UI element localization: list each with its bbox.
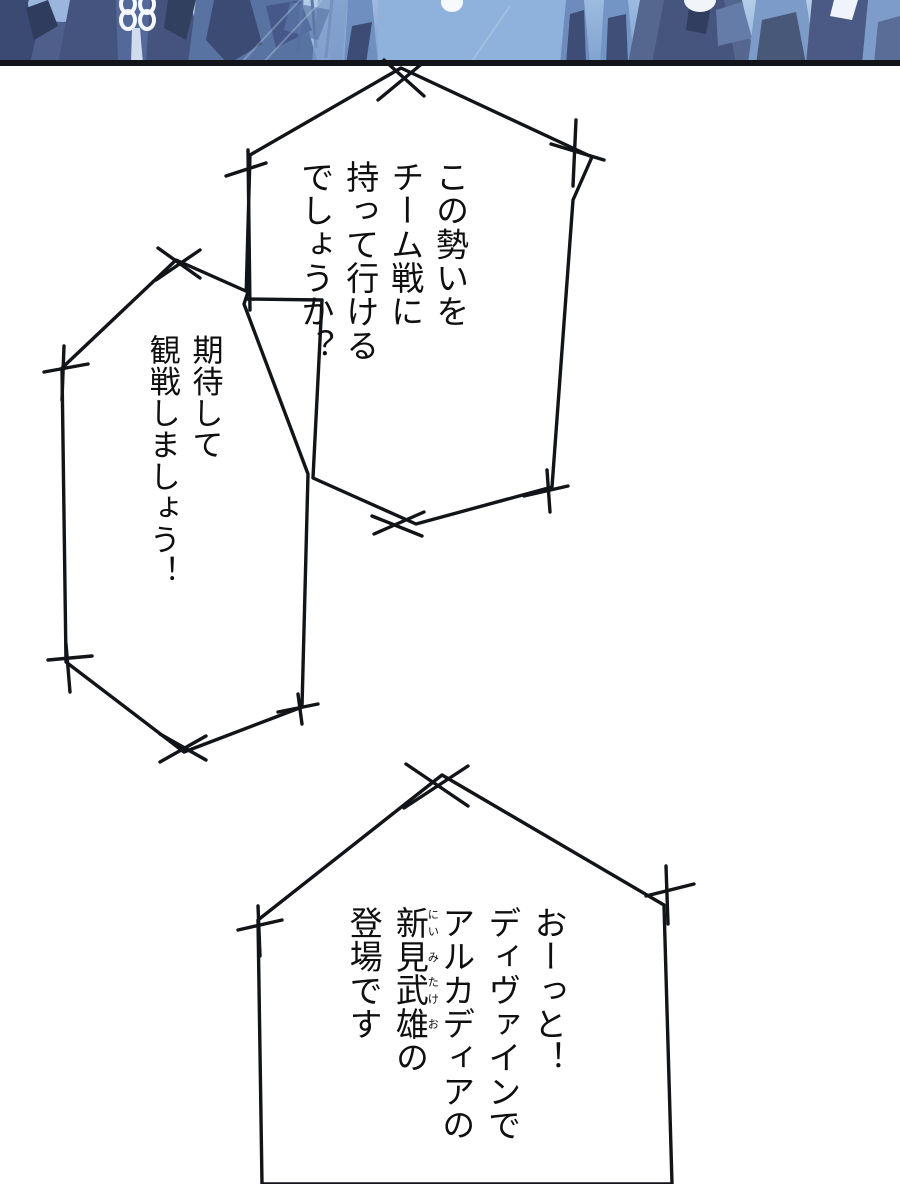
bubble1-vertex-mark-right-2 [549, 142, 606, 162]
bubble3-vertex-mark-apex-2 [402, 764, 470, 810]
bubble1-vertex-mark-bottom-2 [372, 510, 426, 536]
ruby-take: 武たけ [390, 973, 440, 1008]
bubble1-vertex-mark-bottom-right [545, 468, 552, 514]
announcer-bubble-1-text: この勢いを チーム戦に 持って行ける でしょうか？ [295, 160, 470, 362]
ruby-reading-nii: にい [426, 906, 440, 940]
bubble1-vertex-mark-left [246, 148, 252, 312]
announcer-bubble-3-text: おーっと！ ディヴァインで アルカディアの 新にい見み武たけ雄おの 登場です [340, 906, 571, 1142]
bubble1-vertex-mark-bottom [370, 514, 424, 538]
bubble3-vertex-mark-apex [404, 762, 470, 808]
bubble3-line-5: 登場です [344, 906, 384, 1041]
bubble2-vertex-mark-top-2 [154, 248, 202, 282]
panel-bottom-border [0, 60, 900, 66]
crowd-panel [0, 0, 900, 66]
bubble2-vertex-mark-bottom [158, 732, 208, 762]
ruby-mi: 見み [390, 939, 440, 974]
ruby-nii: 新にい [390, 906, 440, 940]
bubble3-vertex-mark-right-2 [644, 882, 696, 898]
ruby-reading-o: お [426, 1007, 440, 1041]
bubble1-vertex-mark-bottom-right-2 [522, 484, 570, 498]
bubble2-vertex-mark-right-low [296, 692, 304, 726]
announcer-bubble-2-text: 期待して 観戦しましょう！ [143, 334, 223, 587]
bubble3-line-4: 新にい見み武たけ雄おの [390, 906, 440, 1075]
ruby-reading-take: たけ [426, 973, 440, 1007]
bubble3-line-1: おーっと！ [528, 906, 568, 1075]
bubble1-vertex-mark-right [571, 118, 578, 188]
bubble2-vertex-mark-left-2 [42, 362, 90, 374]
ruby-reading-mi: み [426, 939, 440, 974]
ruby-o: 雄お [390, 1007, 440, 1041]
bubble3-vertex-mark-left-2 [236, 918, 284, 932]
bubble2-vertex-mark-right-low-2 [276, 702, 320, 714]
bubble2-vertex-mark-left [60, 344, 66, 402]
bubble2-vertex-mark-left-low-2 [46, 654, 94, 662]
bubble1-vertex-mark-left-2 [224, 161, 268, 178]
bubble2-vertex-mark-bottom-2 [158, 734, 208, 764]
crowd-panel-artwork [0, 0, 900, 66]
bubble2-vertex-mark-top [156, 246, 202, 280]
bubble1-vertex-mark-apex-2 [376, 60, 426, 102]
bubble3-vertex-mark-right [664, 864, 670, 926]
bubble3-vertex-mark-left [256, 904, 262, 958]
bubble3-line-2: ディヴァインで [482, 906, 522, 1142]
bubble3-line-3: アルカディアの [436, 906, 476, 1142]
bubble2-vertex-mark-left-low [64, 642, 72, 694]
